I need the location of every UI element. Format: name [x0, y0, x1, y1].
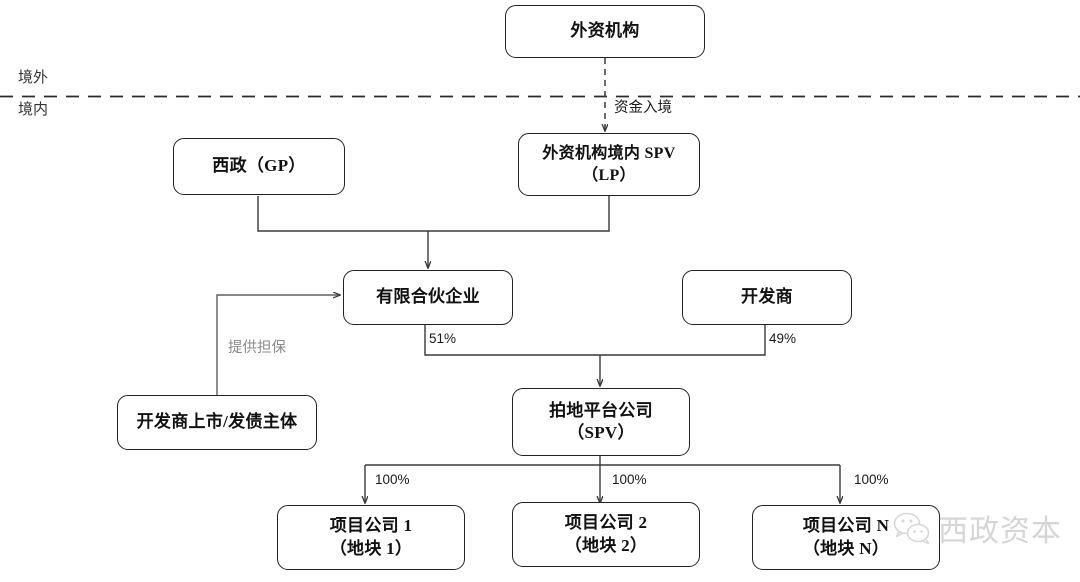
edge-label-share-100-b: 100% — [612, 472, 647, 487]
zone-label-offshore: 境外 — [18, 70, 49, 86]
edge-gp-to-partnership — [257, 196, 428, 232]
node-project-company-2-line1: 项目公司 2 — [564, 513, 648, 533]
node-onshore-spv-line1: 外资机构境内 SPV — [542, 145, 676, 163]
node-foreign-institution-line1: 外资机构 — [570, 21, 640, 41]
node-xizheng-gp-line1: 西政（GP） — [212, 156, 306, 176]
node-limited-partnership[interactable]: 有限合伙企业 — [343, 270, 513, 325]
node-onshore-spv[interactable]: 外资机构境内 SPV （LP） — [518, 133, 700, 196]
edge-label-capital-inflow: 资金入境 — [614, 100, 672, 116]
node-bidding-platform[interactable]: 拍地平台公司 （SPV） — [512, 388, 690, 456]
wechat-icon — [892, 511, 932, 545]
node-foreign-institution[interactable]: 外资机构 — [505, 5, 705, 58]
edge-label-provide-guarantee: 提供担保 — [228, 340, 286, 356]
edge-label-share-49: 49% — [769, 331, 797, 346]
node-xizheng-gp[interactable]: 西政（GP） — [173, 138, 345, 195]
node-developer[interactable]: 开发商 — [682, 270, 852, 325]
node-bidding-platform-line2: （SPV） — [567, 423, 635, 442]
node-developer-listed-entity[interactable]: 开发商上市/发债主体 — [117, 395, 317, 450]
edge-label-share-100-a: 100% — [375, 472, 410, 487]
node-bidding-platform-line1: 拍地平台公司 — [549, 400, 653, 420]
edge-spv-to-partnership — [428, 196, 610, 232]
node-limited-partnership-line1: 有限合伙企业 — [376, 287, 480, 307]
watermark-text: 西政资本 — [938, 515, 1062, 548]
watermark: 西政资本 — [892, 506, 1062, 550]
node-project-company-1-line2: （地块 1） — [329, 538, 413, 558]
node-developer-line1: 开发商 — [741, 287, 793, 307]
edge-developer-49 — [600, 325, 766, 356]
node-developer-listed-entity-line1: 开发商上市/发债主体 — [136, 412, 298, 432]
edge-label-share-51: 51% — [429, 331, 457, 346]
node-project-company-1-line1: 项目公司 1 — [329, 516, 413, 536]
node-project-company-n-line1: 项目公司 N — [802, 516, 890, 536]
node-project-company-1[interactable]: 项目公司 1 （地块 1） — [277, 505, 465, 570]
node-project-company-2[interactable]: 项目公司 2 （地块 2） — [512, 502, 700, 567]
node-project-company-n-line2: （地块 N） — [802, 538, 890, 558]
node-project-company-2-line2: （地块 2） — [564, 535, 648, 555]
edge-label-share-100-c: 100% — [854, 472, 889, 487]
node-onshore-spv-line2: （LP） — [582, 166, 636, 184]
zone-label-onshore: 境内 — [18, 102, 49, 118]
